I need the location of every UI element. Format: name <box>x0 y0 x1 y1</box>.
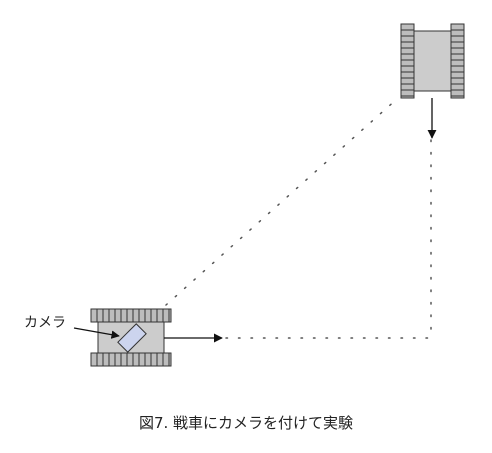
dotted-path <box>165 97 432 339</box>
camera-icon <box>117 323 147 353</box>
path-diagonal <box>165 97 399 306</box>
tank-bottom-left <box>90 308 223 367</box>
tank-body <box>413 30 452 92</box>
camera-label-pointer <box>73 327 120 339</box>
figure-caption: 図7. 戦車にカメラを付けて実験 <box>138 414 354 432</box>
camera-label: カメラ <box>24 315 66 331</box>
tank-left-track <box>400 23 415 99</box>
tank-right-track <box>450 23 465 99</box>
tank-top-right <box>400 23 465 139</box>
